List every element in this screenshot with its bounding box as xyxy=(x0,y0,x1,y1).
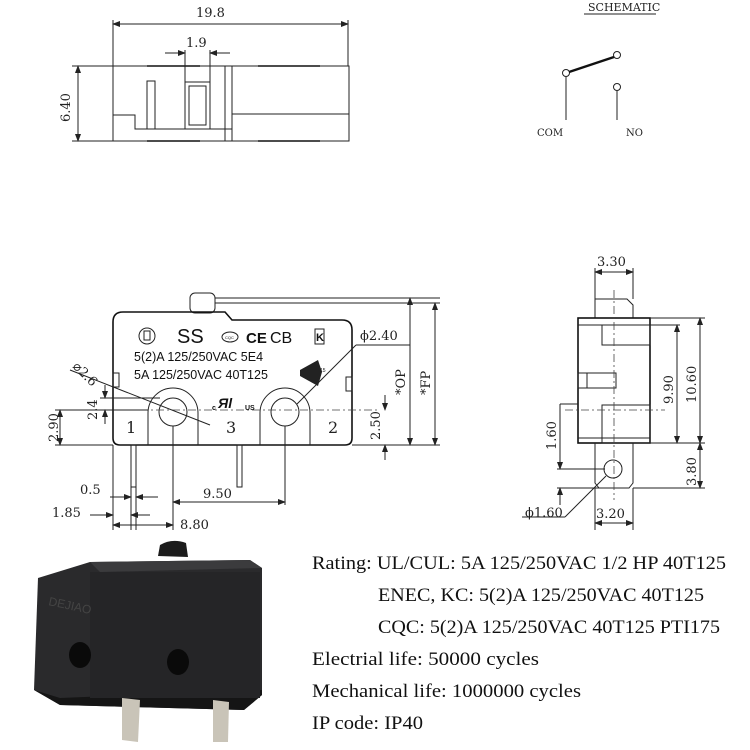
spec-rating-cqc: CQC: 5(2)A 125/250VAC 40T125 PTI175 xyxy=(378,617,720,638)
dim-19-8: 19.8 xyxy=(196,6,225,21)
ul-c: c xyxy=(212,405,216,412)
ce-mark-icon: CE xyxy=(246,330,267,347)
marking-line2: 5A 125/250VAC 40T125 xyxy=(134,368,268,382)
schematic-title: SCHEMATIC xyxy=(588,1,660,14)
dim-2-50: 2.50 xyxy=(369,411,384,440)
marking-line1: 5(2)A 125/250VAC 5E4 xyxy=(134,350,263,364)
dim-op: *OP xyxy=(394,369,409,395)
dim-1-60: 1.60 xyxy=(545,421,560,450)
product-photo: DEJIAO xyxy=(34,540,262,742)
dim-hole-left: ⌀2.6 xyxy=(69,359,100,390)
dim-1-9: 1.9 xyxy=(186,36,207,51)
spec-electrical-life: Electrial life: 50000 cycles xyxy=(312,649,539,670)
spec-mechanical-life: Mechanical life: 1000000 cycles xyxy=(312,681,581,702)
terminal-1: 1 xyxy=(126,418,136,437)
spec-rating-enec: ENEC, KC: 5(2)A 125/250VAC 40T125 xyxy=(378,585,704,606)
no-label: NO xyxy=(626,128,643,139)
schematic: SCHEMATIC COM NO xyxy=(537,1,660,139)
dim-hole-1-60: ϕ1.60 xyxy=(525,506,563,521)
spec-ip-code: IP code: IP40 xyxy=(312,713,423,734)
enec-mark-icon xyxy=(300,360,322,386)
spec-rating-ul: Rating: UL/CUL: 5A 125/250VAC 1/2 HP 40T… xyxy=(312,553,726,574)
dim-fp: *FP xyxy=(419,370,434,395)
com-label: COM xyxy=(537,128,563,139)
marking-cb: CB xyxy=(270,330,292,347)
dim-9-50: 9.50 xyxy=(203,487,232,502)
terminal-3: 3 xyxy=(226,418,236,437)
dim-8-80: 8.80 xyxy=(180,518,209,533)
front-view: SS CQC CE CB K 5(2)A 125/250VAC 5E4 5A 1… xyxy=(47,292,440,533)
dim-10-60: 10.60 xyxy=(685,366,700,403)
enec-number: 15 xyxy=(320,368,326,374)
dim-6-40: 6.40 xyxy=(59,93,74,122)
dim-1-85: 1.85 xyxy=(52,506,81,521)
dim-3-20: 3.20 xyxy=(596,507,625,522)
ul-mark-icon: Яl xyxy=(217,395,233,411)
dim-0-5: 0.5 xyxy=(80,483,101,498)
terminal-2: 2 xyxy=(328,418,338,437)
dim-2-4: 2.4 xyxy=(86,399,101,420)
dim-2-90: 2.90 xyxy=(47,413,62,442)
dim-3-30: 3.30 xyxy=(597,255,626,270)
dim-9-90: 9.90 xyxy=(662,375,677,404)
top-view: 19.8 1.9 6.40 xyxy=(59,6,350,142)
dim-3-80: 3.80 xyxy=(685,457,700,486)
marking-cqc: CQC xyxy=(225,335,234,340)
kc-mark-icon: K xyxy=(316,332,324,344)
side-view: 3.30 9.90 10.60 3.80 1.60 ϕ1.60 3.20 xyxy=(522,255,705,530)
marking-ss: SS xyxy=(177,326,204,348)
dim-hole-right: ϕ2.40 xyxy=(360,329,398,344)
spec-list: Rating: UL/CUL: 5A 125/250VAC 1/2 HP 40T… xyxy=(312,553,726,734)
ul-us: US xyxy=(245,405,255,412)
